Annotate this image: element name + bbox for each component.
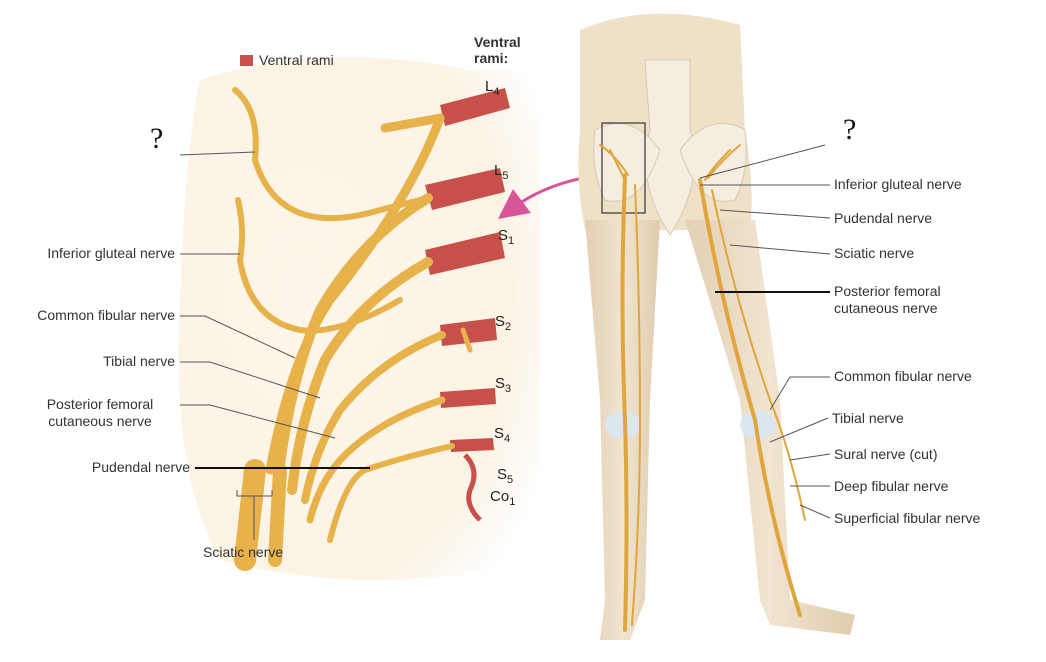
- right-label-tibial: Tibial nerve: [832, 410, 904, 426]
- nerve-s3-trunk: [306, 396, 446, 524]
- left-label-posterior-femoral: Posterior femoral cutaneous nerve: [46, 396, 154, 429]
- root-label-s5: S5: [497, 466, 514, 486]
- nerve-l5-trunk: [273, 193, 433, 485]
- nerve-s1-trunk: [287, 257, 433, 495]
- nerve-s2-twig: [460, 327, 473, 353]
- sciatic-bracket: [236, 490, 273, 540]
- right-label-posterior-femoral: Posterior femoral cutaneous nerve: [834, 283, 941, 316]
- left-label-sciatic: Sciatic nerve: [203, 544, 284, 560]
- sacral-plexus-nerves: [232, 87, 473, 571]
- ramus-l4: [440, 88, 510, 126]
- ramus-s3: [440, 388, 496, 408]
- right-label-deep-fibular: Deep fibular nerve: [834, 478, 949, 494]
- sciatic-bundle: [234, 459, 266, 571]
- right-label-inferior-gluteal: Inferior gluteal nerve: [834, 176, 962, 192]
- root-label-s2: S2: [495, 313, 512, 333]
- nerve-superior-gluteal: [232, 87, 431, 222]
- right-label-superficial-fibular: Superficial fibular nerve: [834, 510, 981, 526]
- root-label-s3: S3: [495, 375, 512, 395]
- legend-swatch: [240, 55, 253, 66]
- ramus-s1: [425, 232, 505, 275]
- ramus-s2: [440, 318, 497, 346]
- heading-line1: Ventral: [474, 34, 521, 50]
- root-label-s1: S1: [498, 227, 515, 247]
- nerve-inferior-gluteal: [235, 197, 403, 334]
- root-label-l5: L5: [494, 162, 509, 182]
- right-label-sciatic: Sciatic nerve: [834, 245, 915, 261]
- right-label-common-fibular: Common fibular nerve: [834, 368, 972, 384]
- legend-label: Ventral rami: [259, 52, 334, 68]
- pelvis-left: [593, 122, 661, 202]
- left-label-inferior-gluteal: Inferior gluteal nerve: [47, 245, 175, 261]
- left-label-tibial: Tibial nerve: [103, 353, 175, 369]
- knee-right: [740, 411, 776, 439]
- sciatic-bundle-2: [268, 463, 287, 567]
- left-label-common-fibular: Common fibular nerve: [37, 307, 175, 323]
- body-nerves: [599, 144, 806, 632]
- ventral-rami: [425, 88, 510, 522]
- root-label-l4: L4: [485, 78, 500, 98]
- left-leader-lines: [179, 151, 370, 469]
- ramus-s4: [450, 438, 494, 452]
- ventral-rami-heading: Ventral rami:: [474, 34, 521, 66]
- right-leader-lines: [699, 144, 831, 519]
- knee-left: [605, 411, 641, 439]
- ramus-l5: [425, 168, 505, 210]
- ramus-s5-co1: [463, 453, 482, 522]
- right-label-pudendal: Pudendal nerve: [834, 210, 933, 226]
- left-label-pudendal: Pudendal nerve: [91, 459, 190, 475]
- root-label-s4: S4: [494, 425, 511, 445]
- heading-line2: rami:: [474, 50, 509, 66]
- question-mark-right: ?: [843, 113, 857, 146]
- question-mark-left: ?: [150, 122, 164, 155]
- right-label-sural: Sural nerve (cut): [834, 446, 938, 462]
- body-figure: [578, 13, 855, 640]
- root-label-co1: Co1: [490, 488, 516, 508]
- nerve-pudendal: [327, 443, 455, 543]
